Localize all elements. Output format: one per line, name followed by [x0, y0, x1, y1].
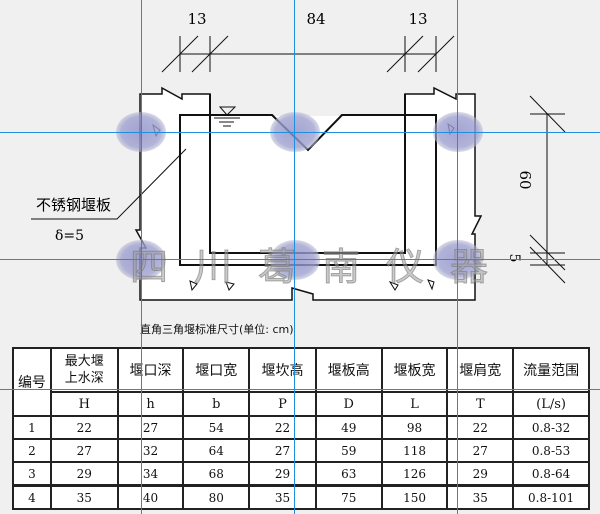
logo-watermark [270, 240, 320, 280]
table-cell: 3 [12, 461, 52, 487]
guide-line-vertical [294, 0, 295, 514]
table-cell: 40 [116, 484, 185, 510]
table-cell: 63 [314, 461, 383, 487]
right-dimension [529, 95, 566, 284]
table-caption: 直角三角堰标准尺寸(单位: cm) [140, 323, 294, 336]
table-cell: 22 [248, 415, 317, 440]
table-cell: 54 [182, 415, 251, 440]
table-cell: 0.8-32 [512, 415, 590, 440]
plate-thickness: δ=5 [55, 228, 84, 244]
guide-line-vertical [457, 0, 458, 514]
guide-line-horizontal [0, 132, 600, 133]
guide-line-horizontal [0, 259, 600, 260]
dim-plate-height: 60 [516, 170, 534, 189]
table-cell: 27 [116, 415, 185, 440]
header-cell: 堰口宽 [182, 347, 251, 393]
table-cell: 1 [12, 415, 52, 440]
table-cell: 32 [116, 438, 185, 463]
v-notch [210, 114, 405, 152]
table-cell: 80 [182, 484, 251, 510]
table-cell: 98 [380, 415, 449, 440]
header-cell: 堰板宽 [380, 347, 449, 393]
dim-notch-width: 84 [306, 10, 325, 28]
plate-label: 不锈钢堰板 [36, 196, 111, 214]
symbol-cell: (L/s) [512, 391, 590, 417]
table-cell: 22 [49, 415, 119, 440]
dim-right-shoulder: 13 [408, 10, 427, 28]
table-header-row: 编号 最大堰上水深 堰口深 堰口宽 堰坎高 堰板高 堰板宽 堰肩宽 流量范围 [12, 347, 590, 417]
leader-line [31, 148, 187, 220]
dim-bottom: 5 [506, 254, 522, 263]
symbol-cell: D [314, 391, 383, 417]
header-cell: 最大堰上水深 [49, 347, 119, 393]
text-watermark: 四川葛南仪器 [129, 245, 515, 290]
logo-watermark [433, 240, 483, 280]
table-cell: 2 [12, 438, 52, 463]
header-cell: 编号 [12, 347, 52, 417]
symbol-cell: L [380, 391, 449, 417]
table-cell: 35 [248, 484, 317, 510]
table-cell: 64 [182, 438, 251, 463]
table-cell: 27 [248, 438, 317, 463]
table-cell: 29 [248, 461, 317, 487]
table-cell: 4 [12, 484, 52, 510]
guide-line-vertical [141, 0, 142, 514]
table-cell: 75 [314, 484, 383, 510]
table-cell: 49 [314, 415, 383, 440]
table-cell: 0.8-101 [512, 484, 590, 510]
table-cell: 0.8-53 [512, 438, 590, 463]
table-cell: 68 [182, 461, 251, 487]
symbol-cell: b [182, 391, 251, 417]
header-cell: 堰板高 [314, 347, 383, 393]
table-cell: 150 [380, 484, 449, 510]
table-cell: 27 [49, 438, 119, 463]
table-cell: 29 [49, 461, 119, 487]
table-cell: 0.8-64 [512, 461, 590, 487]
table-cell: 126 [380, 461, 449, 487]
symbol-cell: h [116, 391, 185, 417]
table-symbol-row: H h b P D L T (L/s) [13, 391, 590, 417]
header-cell: 流量范围 [512, 347, 590, 393]
dim-left-shoulder: 13 [187, 10, 206, 28]
weir-dimension-table: 编号 最大堰上水深 堰口深 堰口宽 堰坎高 堰板高 堰板宽 堰肩宽 流量范围 H… [12, 347, 590, 510]
top-dimension [161, 35, 455, 73]
header-cell: 堰口深 [116, 347, 185, 393]
symbol-cell: P [248, 391, 317, 417]
symbol-cell: H [49, 391, 119, 417]
table-cell: 35 [49, 484, 119, 510]
header-cell: 堰坎高 [248, 347, 317, 393]
water-level-icon [214, 106, 240, 127]
table-cell: 34 [116, 461, 185, 487]
table-cell: 118 [380, 438, 449, 463]
table-cell: 59 [314, 438, 383, 463]
guide-line-horizontal [0, 389, 600, 390]
